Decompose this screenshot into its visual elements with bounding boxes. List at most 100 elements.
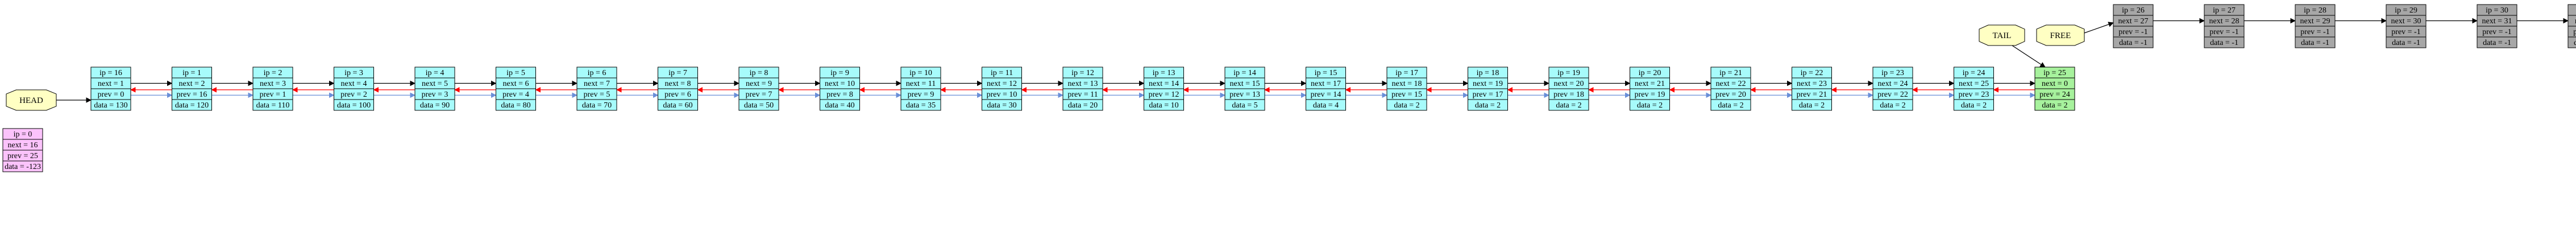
node-field-text: data = 50: [744, 101, 774, 110]
node-field-text: next = 2: [179, 80, 205, 88]
node-field-text: ip = 26: [2122, 6, 2145, 15]
node-field-text: data = 90: [420, 101, 450, 110]
node-field-text: data = 2: [1961, 101, 1987, 110]
node-field-text: next = 25: [1959, 80, 1989, 88]
node-field-text: ip = 11: [991, 69, 1013, 77]
free-label: FREE: [2036, 24, 2085, 46]
node-field-text: next = 19: [1473, 80, 1503, 88]
node-field-text: ip = 30: [2486, 6, 2508, 15]
node-field-text: prev = 2: [340, 90, 367, 99]
node-field-text: data = 2: [1718, 101, 1743, 110]
tail-label: TAIL: [1979, 24, 2025, 46]
node-cell: [1306, 99, 1346, 111]
node-field-text: prev = 23: [1959, 90, 1989, 99]
node-field-text: ip = 0: [14, 130, 32, 139]
node-field-text: data = -1: [2301, 39, 2329, 47]
node-field-text: data = 30: [987, 101, 1016, 110]
node-field-text: ip = 22: [1801, 69, 1823, 77]
node-field-text: prev = 12: [1149, 90, 1179, 99]
node-cell: [2, 160, 43, 172]
node-field-text: prev = 18: [1553, 90, 1584, 99]
node-cell: [1386, 99, 1427, 111]
node-field-text: prev = 22: [1877, 90, 1908, 99]
node-field-text: ip = 2: [264, 69, 282, 77]
node-field-text: ip = 9: [830, 69, 849, 77]
node-field-text: next = 18: [1392, 80, 1422, 88]
node-field-text: prev = 10: [987, 90, 1017, 99]
node-field-text: data = 130: [94, 101, 127, 110]
node-field-text: prev = 20: [1715, 90, 1746, 99]
node-field-text: data = 40: [825, 101, 854, 110]
node-cell: [658, 99, 698, 111]
node-field-text: next = 30: [2391, 17, 2421, 26]
node-field-text: prev = -1: [2391, 28, 2420, 36]
node-field-text: next = 1: [98, 80, 124, 88]
node-field-text: next = 11: [906, 80, 936, 88]
node-field-text: ip = 28: [2304, 6, 2326, 15]
node-field-text: next = 29: [2300, 17, 2330, 26]
node-field-text: prev = -1: [2482, 28, 2511, 36]
node-field-text: ip = 10: [909, 69, 932, 77]
node-cell: [1062, 99, 1103, 111]
node-cell: [414, 99, 455, 111]
node-field-text: ip = 5: [506, 69, 525, 77]
node-field-text: ip = 24: [1963, 69, 1985, 77]
node-field-text: ip = 16: [99, 69, 122, 77]
node-field-text: prev = 3: [422, 90, 448, 99]
node-field-text: prev = 21: [1797, 90, 1827, 99]
node-field-text: ip = 27: [2213, 6, 2236, 15]
node-cell: [496, 99, 536, 111]
node-field-text: next = 9: [746, 80, 772, 88]
node-field-text: next = 5: [422, 80, 448, 88]
node-field-text: data = 120: [175, 101, 209, 110]
node-field-text: prev = 8: [826, 90, 853, 99]
node-cell: [334, 99, 374, 111]
node-field-text: ip = 3: [344, 69, 363, 77]
node-cell: [2567, 36, 2576, 48]
node-field-text: data = 80: [501, 101, 530, 110]
free-label-shape: [2036, 24, 2085, 46]
node-field-text: next = 7: [584, 80, 610, 88]
node-cell: [982, 99, 1022, 111]
node-field-text: data = 10: [1149, 101, 1178, 110]
node-cell: [2567, 4, 2576, 16]
node-cell: [576, 99, 617, 111]
node-cell: [2567, 15, 2576, 27]
node-field-text: next = 27: [2118, 17, 2149, 26]
node-field-text: data = 2: [1556, 101, 1581, 110]
node-field-text: prev = -1: [2300, 28, 2329, 36]
node-field-text: ip = 6: [588, 69, 606, 77]
node-field-text: data = 100: [337, 101, 371, 110]
node-field-text: prev = 19: [1635, 90, 1665, 99]
node-field-text: prev = -1: [2573, 28, 2576, 36]
node-cell: [1792, 99, 1832, 111]
node-field-text: next = 22: [1716, 80, 1746, 88]
node-field-text: data = 4: [1313, 101, 1339, 110]
node-field-text: ip = 1: [182, 69, 201, 77]
node-field-text: next = 3: [260, 80, 286, 88]
node-field-text: ip = 13: [1153, 69, 1175, 77]
free-node: ip = 28 next = 29 prev = -1 data = -1: [2295, 4, 2336, 48]
node-cell: [1710, 99, 1751, 111]
node-cell: [2477, 36, 2517, 48]
node-field-text: data = -1: [2392, 39, 2420, 47]
node-field-text: ip = 15: [1315, 69, 1337, 77]
node-field-text: prev = 16: [177, 90, 207, 99]
node-field-text: prev = 14: [1311, 90, 1341, 99]
node-field-text: next = 31: [2482, 17, 2512, 26]
